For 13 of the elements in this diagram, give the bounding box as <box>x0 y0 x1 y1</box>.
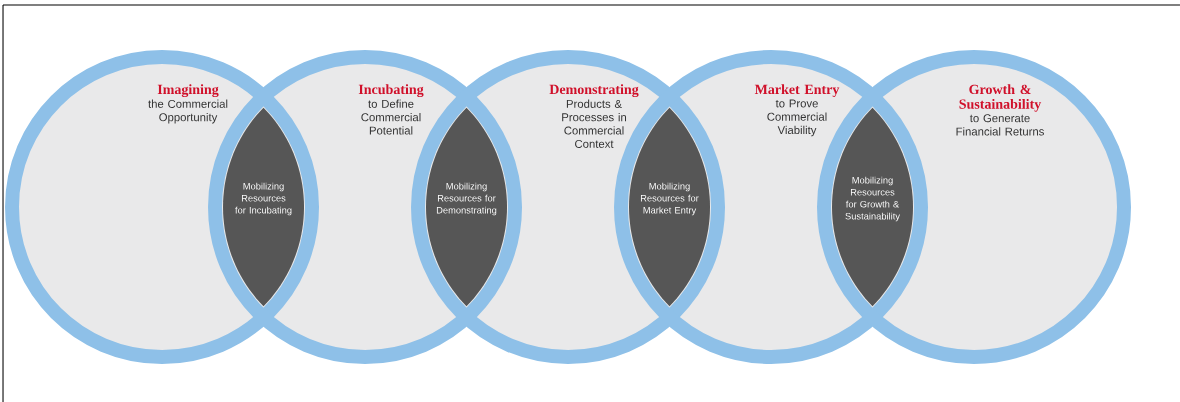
stage-heading: Demonstrating <box>549 84 639 98</box>
overlap-lens: Mobilizing Resources for Market Entry <box>629 107 710 307</box>
stage-description: to Define Commercial Potential <box>361 99 421 135</box>
stage-description: to Prove Commercial Viability <box>767 99 827 137</box>
stage-description: Products & Processes in Commercial Context <box>562 99 626 148</box>
overlap-lens: Mobilizing Resources for Incubating <box>223 107 304 307</box>
stage-heading: Imagining <box>157 84 219 98</box>
overlap-lens: Mobilizing Resources for Growth & Sustainability <box>832 107 913 307</box>
stage-heading: Market Entry <box>754 84 840 97</box>
overlap-lens: Mobilizing Resources for Demonstrating <box>426 107 507 307</box>
stage-heading: Incubating <box>358 84 424 98</box>
stage-heading: Growth & Sustainability <box>959 84 1042 112</box>
stage-description: to Generate Financial Returns <box>956 114 1044 136</box>
